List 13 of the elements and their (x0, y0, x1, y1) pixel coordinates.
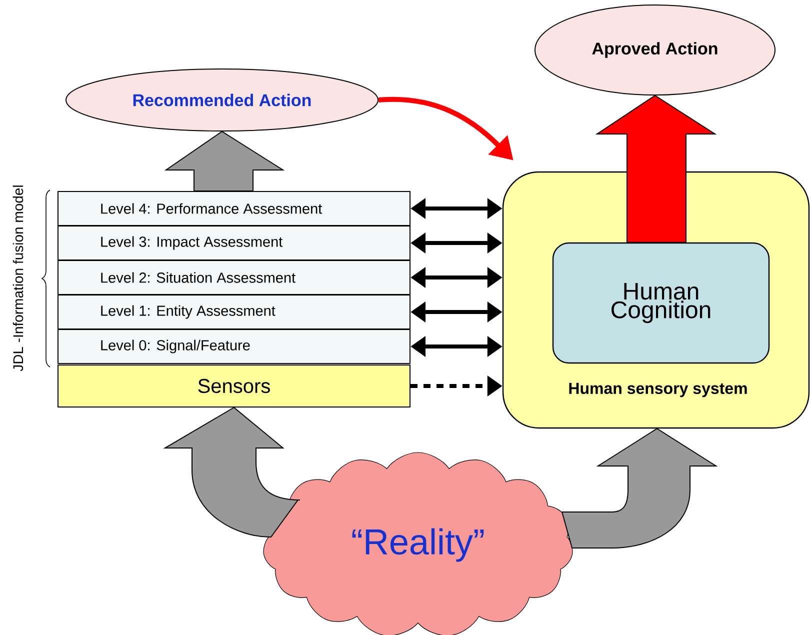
cognition-box: Human Cognition (552, 242, 770, 364)
level-box: Level 2: Situation Assessment (58, 260, 410, 295)
block-arrow (562, 428, 716, 548)
level-box: Level 3: Impact Assessment (58, 226, 410, 260)
level-box: Level 1: Entity Assessment (58, 294, 410, 330)
block-arrow (164, 407, 300, 538)
side-label: JDL -Information fusion model (12, 186, 24, 372)
block-arrow (164, 130, 285, 192)
sensors-box: Sensors (58, 364, 410, 408)
block-arrow (595, 94, 717, 243)
level-box: Level 4: Performance Assessment (58, 191, 410, 226)
level-box: Level 0: Signal/Feature (58, 329, 410, 364)
reality-cloud: “Reality” (263, 452, 573, 635)
